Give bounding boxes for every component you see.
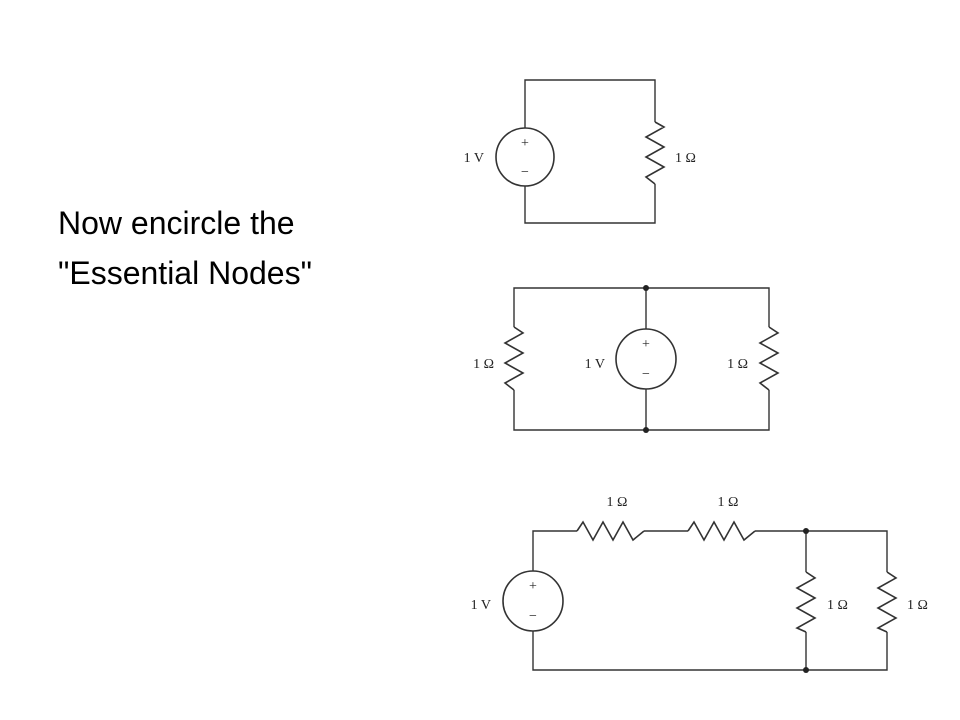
circuit-2-source-minus: −: [642, 367, 650, 382]
circuit-2-bottom-wire: [513, 390, 770, 431]
circuit-3-series-resistor-2: [687, 520, 756, 542]
circuit-1: + − 1 V 1 Ω: [464, 79, 696, 224]
circuit-1-resistor: [644, 121, 666, 185]
circuit-1-source-plus: +: [521, 136, 529, 151]
circuit-2-top-wire: [513, 287, 770, 327]
prompt-line-1: Now encircle the: [58, 205, 295, 241]
circuit-3: 1 Ω 1 Ω + − 1 V 1 Ω 1 Ω: [471, 495, 928, 673]
circuit-2-source-plus: +: [642, 337, 650, 352]
circuit-2-top-essential-node: [643, 285, 649, 291]
circuit-3-series-resistor-1-label: 1 Ω: [607, 495, 628, 510]
circuit-3-bottom-essential-node: [803, 667, 809, 673]
circuit-1-top-wire: [524, 79, 656, 128]
circuit-3-shunt-resistor-2-label: 1 Ω: [907, 598, 928, 613]
circuit-1-source-label: 1 V: [464, 151, 484, 166]
circuit-1-voltage-source: [495, 127, 555, 187]
circuit-3-shunt-resistor-2: [876, 571, 898, 633]
circuit-1-resistor-label: 1 Ω: [675, 151, 696, 166]
circuit-2-right-resistor: [758, 326, 780, 391]
circuit-3-source-label: 1 V: [471, 598, 491, 613]
circuit-3-source-top-wire: [532, 530, 577, 571]
slide-prompt: Now encircle the "Essential Nodes": [58, 198, 312, 298]
circuit-2-right-resistor-label: 1 Ω: [727, 357, 748, 372]
circuit-3-source-plus: +: [529, 579, 537, 594]
circuit-2-voltage-source: [615, 328, 677, 390]
circuit-3-shunt-resistor-1-label: 1 Ω: [827, 598, 848, 613]
circuit-1-source-minus: −: [521, 165, 529, 180]
circuit-2: 1 Ω + − 1 V 1 Ω: [473, 285, 780, 433]
prompt-line-2: "Essential Nodes": [58, 255, 312, 291]
circuit-3-bottom-wire: [532, 631, 888, 671]
circuit-3-series-resistor-1: [576, 520, 645, 542]
circuit-1-bottom-wire: [524, 184, 656, 224]
circuit-2-left-resistor-label: 1 Ω: [473, 357, 494, 372]
circuit-3-series-resistor-2-label: 1 Ω: [718, 495, 739, 510]
circuit-2-source-label: 1 V: [585, 357, 605, 372]
circuit-3-source-minus: −: [529, 609, 537, 624]
circuit-2-left-resistor: [503, 326, 525, 391]
circuit-3-top-essential-node: [803, 528, 809, 534]
circuit-3-top-right-wire: [755, 530, 888, 572]
circuit-2-bottom-essential-node: [643, 427, 649, 433]
circuit-3-voltage-source: [502, 570, 564, 632]
circuit-3-shunt-resistor-1: [795, 571, 817, 633]
